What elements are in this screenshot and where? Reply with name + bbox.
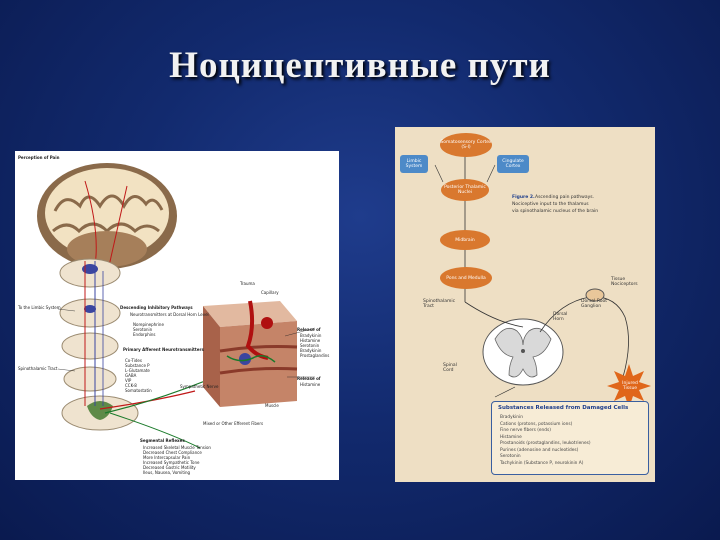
label-rl6: Histamine: [300, 382, 321, 387]
legend-item: Prostanoids (prostaglandins, leukotriene…: [500, 441, 591, 446]
label-perception: Perception of Pain: [18, 155, 60, 160]
label-nociceptors: Tissue Nociceptors: [611, 277, 638, 287]
legend-title: Substances Released from Damaged Cells: [498, 405, 629, 411]
label-sympathetic: Sympathetic Nerve: [180, 384, 219, 389]
label-pa2: L-Glutamate: [125, 368, 150, 373]
label-nt3: Endorphins: [133, 332, 156, 337]
legend-item: Histamine: [500, 434, 522, 440]
label-rl2: Histamine: [300, 338, 321, 343]
caption-line2: Nociceptive input to the thalamus: [512, 202, 589, 207]
label-primary-afferents: Primary Afferent Neurotransmitters: [123, 347, 204, 352]
caption-fig-label: Figure 2.: [512, 195, 535, 200]
slide-title: Ноцицептивные пути: [169, 45, 551, 86]
label-rl4: Bradykinin: [300, 348, 322, 353]
label-nt2: Serotonin: [133, 327, 153, 332]
label-pa-cotides: Co-Tides: [125, 358, 142, 363]
label-release-head2: Release of: [297, 376, 321, 381]
legend-item: Bradykinin: [500, 415, 523, 420]
legend-item: Purines (adenosine and nucleotides): [500, 447, 579, 453]
pathway-connectors: [434, 151, 651, 408]
label-sr2: Decreased Chest Compliance: [143, 450, 202, 455]
label-pa3: GABA: [125, 373, 137, 378]
node-thalamus: Posterior Thalamic Nuclei: [441, 179, 489, 201]
node-limbic-system: Limbic System: [400, 155, 428, 173]
label-dorsal-root-ganglion: Dorsal Root Ganglion: [581, 299, 608, 309]
label-pa5: CCK-8: [125, 383, 137, 388]
label-limbic: To the Limbic System: [18, 305, 61, 310]
label-sr5: Decreased Gastric Motility: [143, 465, 196, 470]
label-sr1: Increased Skeletal Muscle Tension: [143, 445, 211, 450]
label-rl5: Prostaglandins: [300, 353, 330, 358]
label-afferent: Mixed or Other Efferent Fibers: [203, 421, 264, 426]
legend-item: Serotonin: [500, 454, 521, 459]
node-sensory-cortex: Somatosensory Cortex (S-I): [440, 133, 492, 157]
label-spinothalamic-tract: Spinothalamic Tract: [423, 299, 456, 309]
label-release-head: Release of: [297, 327, 321, 332]
label-rl1: Bradykinin: [300, 333, 322, 338]
pain-pathways-anatomy-figure: Perception of Pain To the Limbic System …: [15, 151, 339, 480]
caption-line3: via spinothalamic nucleus of the brain: [512, 209, 599, 214]
label-sr4: Increased Sympathetic Tone: [143, 460, 200, 465]
legend-item: Fine nerve fibers (ends): [500, 428, 551, 433]
label-spinothalamic: Spinothalamic Tract: [18, 366, 58, 371]
node-pons-medulla: Pons and Medulla: [440, 267, 492, 289]
label-nt-head: Neurotransmitters at Dorsal Horn Level: [130, 312, 209, 317]
node-cingulate-cortex: Cingulate Cortex: [497, 155, 529, 173]
label-dorsal-horn: Dorsal Horn: [553, 312, 568, 322]
label-injury: Injured Tissue: [622, 381, 638, 391]
label-pa1: Substance P: [125, 363, 150, 368]
label-descending: Descending Inhibitory Pathways: [120, 305, 193, 310]
legend-list: Bradykinin Cations (protons, potassium i…: [500, 415, 591, 467]
legend-item: Tachykinin (Substance P, neurokinin A): [500, 460, 584, 466]
label-capillary: Capillary: [261, 290, 279, 295]
legend-item: Cations (protons, potassium ions): [500, 421, 573, 427]
label-pa4: VIP: [125, 378, 132, 383]
anatomy-illustration: [37, 163, 316, 449]
label-trauma: Trauma: [240, 281, 255, 286]
label-sr3: More Intercapsular Pain: [143, 455, 191, 460]
label-pa6: Somatostatin: [125, 388, 152, 393]
label-spinal-cord: Spinal Cord: [443, 363, 457, 373]
label-nt1: Norepinephrine: [133, 322, 164, 327]
ascending-pathways-figure: Somatosensory Cortex (S-I) Limbic System…: [395, 127, 655, 482]
label-muscle: Muscle: [265, 403, 279, 408]
label-segmental: Segmental Reflexes: [140, 438, 185, 443]
caption-line1: Ascending pain pathways.: [535, 195, 595, 200]
substances-legend: Substances Released from Damaged Cells B…: [491, 401, 649, 475]
node-midbrain: Midbrain: [440, 230, 490, 250]
label-rl3: Serotonin: [300, 343, 320, 348]
label-sr6: Ileus, Nausea, Vomiting: [143, 470, 191, 475]
